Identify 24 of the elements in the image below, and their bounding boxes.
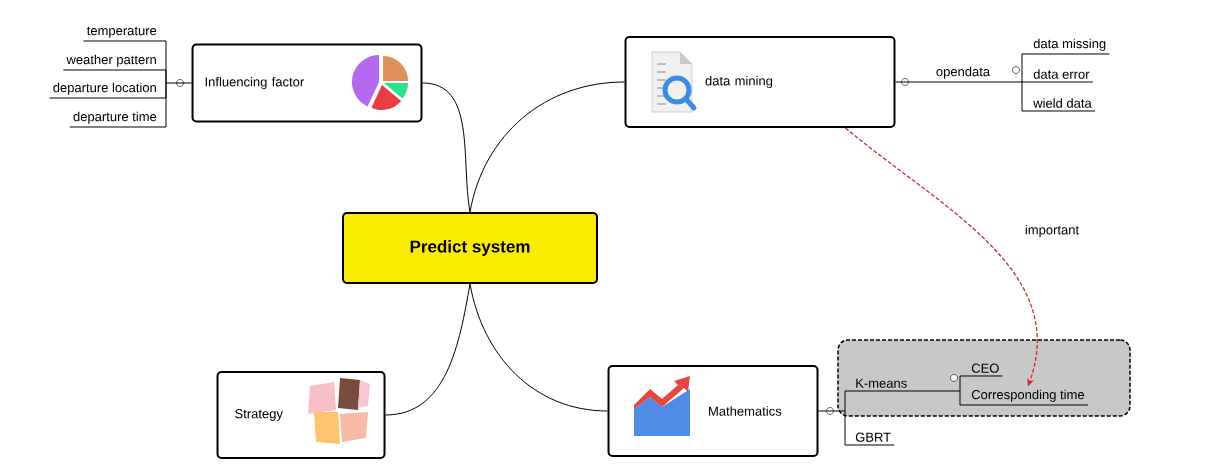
branch-text: departure location <box>53 82 156 95</box>
branch-lines <box>992 53 1110 112</box>
connector <box>469 283 608 412</box>
branch-lines <box>909 375 1089 406</box>
branch-text: Corresponding time <box>971 389 1085 402</box>
connector <box>422 82 471 213</box>
branch-text: opendata <box>936 66 991 79</box>
connector <box>385 283 471 416</box>
branch-text: data error <box>1033 69 1090 79</box>
branch-lines <box>818 390 911 446</box>
connector <box>895 81 994 83</box>
connector <box>469 81 625 213</box>
central-topic-box: Predict system <box>342 212 598 284</box>
branch-text: CEO <box>971 363 999 373</box>
branch-text: wield data <box>1033 98 1092 108</box>
branch-text: GBRT <box>855 432 891 442</box>
branch-text: departure time <box>73 111 157 124</box>
branch-text: temperature <box>86 26 157 38</box>
branch-text: K-means <box>856 378 907 388</box>
branch-lines <box>49 40 192 128</box>
branch-text: data missing <box>1033 38 1106 51</box>
boundary-box <box>837 339 1131 417</box>
branch-text: weather pattern <box>66 54 156 67</box>
topic-box: data mining <box>624 36 896 128</box>
